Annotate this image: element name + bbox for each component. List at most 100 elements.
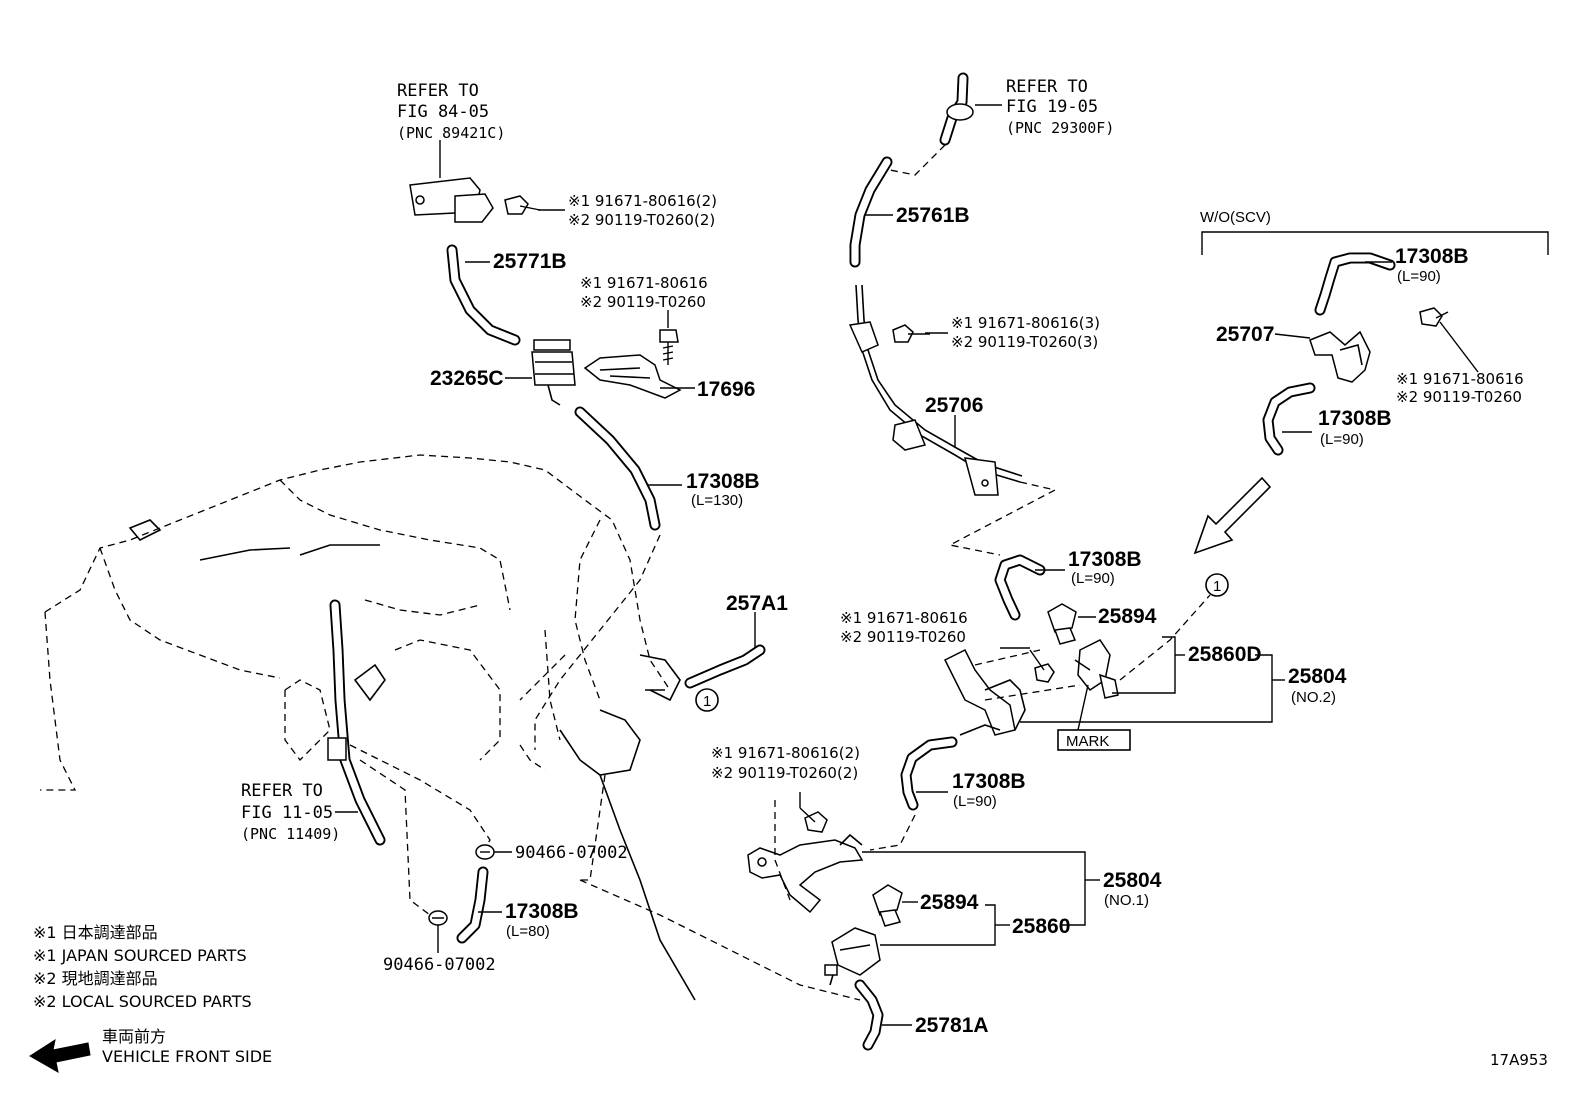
label-25894b: 25894 [920, 891, 979, 914]
vsv-bracket-25707[interactable] [1309, 330, 1371, 383]
dashed-guide [948, 481, 1057, 556]
bracket-line-25804-2 [1020, 654, 1273, 723]
bolt-icon[interactable] [504, 195, 541, 215]
label-25771B: 25771B [493, 250, 567, 273]
dashed-guide [984, 684, 1081, 701]
vacuum-filter-23265C[interactable] [531, 339, 576, 406]
label-l80: (L=80) [506, 923, 550, 940]
bolt-b1-line1: ※1 91671-80616(2) [568, 192, 717, 210]
hose-17308B-L80[interactable] [456, 866, 489, 944]
label-25706: 25706 [925, 394, 983, 417]
legend-line4: ※2 LOCAL SOURCED PARTS [33, 992, 252, 1011]
label-17308B-80: 17308B [505, 900, 579, 923]
dashed-guide [869, 814, 916, 851]
label-17308B-wo1: 17308B [1395, 245, 1469, 268]
label-257A1: 257A1 [726, 592, 788, 615]
bracket-17696[interactable] [583, 354, 682, 399]
hose-17308B-wo2[interactable] [1262, 382, 1316, 456]
hose-17308B-L130[interactable] [574, 406, 661, 531]
bolt-b6-line1: ※1 91671-80616(2) [711, 744, 860, 762]
hose-clip-90466-b[interactable] [428, 910, 448, 945]
dipstick-guide [327, 599, 386, 846]
hose-17308B-low[interactable] [900, 736, 958, 811]
label-l90c: (L=90) [1397, 268, 1441, 285]
label-l90d: (L=90) [1320, 431, 1364, 448]
pipe-assembly-25706[interactable] [848, 284, 1023, 496]
label-l130: (L=130) [691, 492, 743, 509]
bolt-b4-line2: ※2 90119-T0260 [840, 628, 966, 646]
vsv-valve-no1[interactable] [824, 927, 881, 986]
bracket-line-25804-1 [862, 851, 1086, 926]
ref-fig19: REFER TO FIG 19-05 (PNC 29300F) [1006, 77, 1114, 137]
bolt-icon[interactable] [1029, 649, 1055, 683]
label-circle-1a: 1 [703, 693, 711, 710]
bolt-b2-line2: ※2 90119-T0260 [580, 293, 706, 311]
dashed-guide [580, 774, 606, 881]
label-25860D: 25860D [1188, 643, 1262, 666]
bolt-icon[interactable] [659, 329, 679, 365]
bolt-icon[interactable] [799, 807, 828, 833]
ref-fig84-line3: (PNC 89421C) [397, 124, 505, 142]
bolt-b3-line2: ※2 90119-T0260(3) [951, 333, 1098, 351]
label-17308B-130: 17308B [686, 470, 760, 493]
vsv-valve-no2[interactable] [1074, 639, 1119, 699]
hose-clip-90466-a[interactable] [475, 844, 495, 860]
bolt-b2-line1: ※1 91671-80616 [580, 274, 708, 292]
ref-fig11-line3: (PNC 11409) [241, 825, 340, 843]
ref-fig11-line1: REFER TO [241, 781, 323, 801]
label-no2: (NO.2) [1291, 689, 1336, 706]
hose-25771B[interactable] [446, 244, 521, 346]
direction-arrow [1193, 476, 1272, 555]
engine-outline [40, 454, 696, 1001]
label-25804-no1: 25804 [1103, 869, 1162, 892]
label-17308B-low: 17308B [952, 770, 1026, 793]
label-25860: 25860 [1012, 915, 1070, 938]
bracket-line-25860D [1112, 636, 1176, 694]
circle-ref-1 [1205, 573, 1229, 597]
label-25894a: 25894 [1098, 605, 1157, 628]
label-circle-1b: 1 [1213, 578, 1221, 595]
hose-17308B-mid[interactable] [994, 554, 1046, 621]
bolt-b4-line1: ※1 91671-80616 [840, 609, 968, 627]
vacuum-sensor[interactable] [409, 177, 494, 223]
hose-25781A[interactable] [854, 979, 884, 1051]
dashed-guide [534, 534, 661, 750]
ref-fig84-line2: FIG 84-05 [397, 102, 489, 122]
bolt-b1-line2: ※2 90119-T0260(2) [568, 211, 715, 229]
leader-b5 [1439, 321, 1479, 373]
vehicle-front-arrow-icon [29, 1038, 91, 1073]
front-label-en: VEHICLE FRONT SIDE [102, 1047, 272, 1066]
vsv-bracket[interactable] [943, 648, 1026, 736]
ref-fig19-line3: (PNC 29300F) [1006, 119, 1114, 137]
bolt-b5-line2: ※2 90119-T0260 [1396, 388, 1522, 406]
label-l90b: (L=90) [953, 793, 997, 810]
hose-17308B-wo1[interactable] [1314, 252, 1396, 316]
ref-fig19-line2: FIG 19-05 [1006, 97, 1098, 117]
label-l90a: (L=90) [1071, 570, 1115, 587]
label-25761B: 25761B [896, 204, 970, 227]
dashed-guide [359, 759, 431, 916]
ref-fig84: REFER TO FIG 84-05 (PNC 89421C) [397, 81, 505, 142]
label-17308B-wo2: 17308B [1318, 407, 1392, 430]
bolt-icon[interactable] [892, 324, 930, 343]
leader-mark [1077, 684, 1089, 731]
label-90466a: 90466-07002 [515, 843, 628, 863]
bolt-b5-line1: ※1 91671-80616 [1396, 370, 1524, 388]
label-25707: 25707 [1216, 323, 1274, 346]
vsv-filter-25894[interactable] [1047, 603, 1077, 645]
label-25781A: 25781A [915, 1014, 989, 1037]
hose-257A1[interactable] [684, 644, 766, 689]
mark-box [1057, 729, 1131, 751]
bolt-icon[interactable] [1419, 307, 1449, 327]
bolt-b6-line2: ※2 90119-T0260(2) [711, 764, 858, 782]
vsv-bracket-no1[interactable] [747, 833, 864, 914]
label-25804-no2: 25804 [1288, 665, 1347, 688]
pipe-fitting-29300F[interactable] [939, 72, 974, 146]
label-23265C: 23265C [430, 367, 504, 390]
hose-25761B[interactable] [849, 156, 893, 268]
dashed-guide [349, 744, 491, 856]
wo-scv-bracket [1201, 231, 1549, 255]
vsv-filter-25894-lower[interactable] [872, 884, 903, 927]
label-wo-scv: W/O(SCV) [1200, 209, 1271, 226]
